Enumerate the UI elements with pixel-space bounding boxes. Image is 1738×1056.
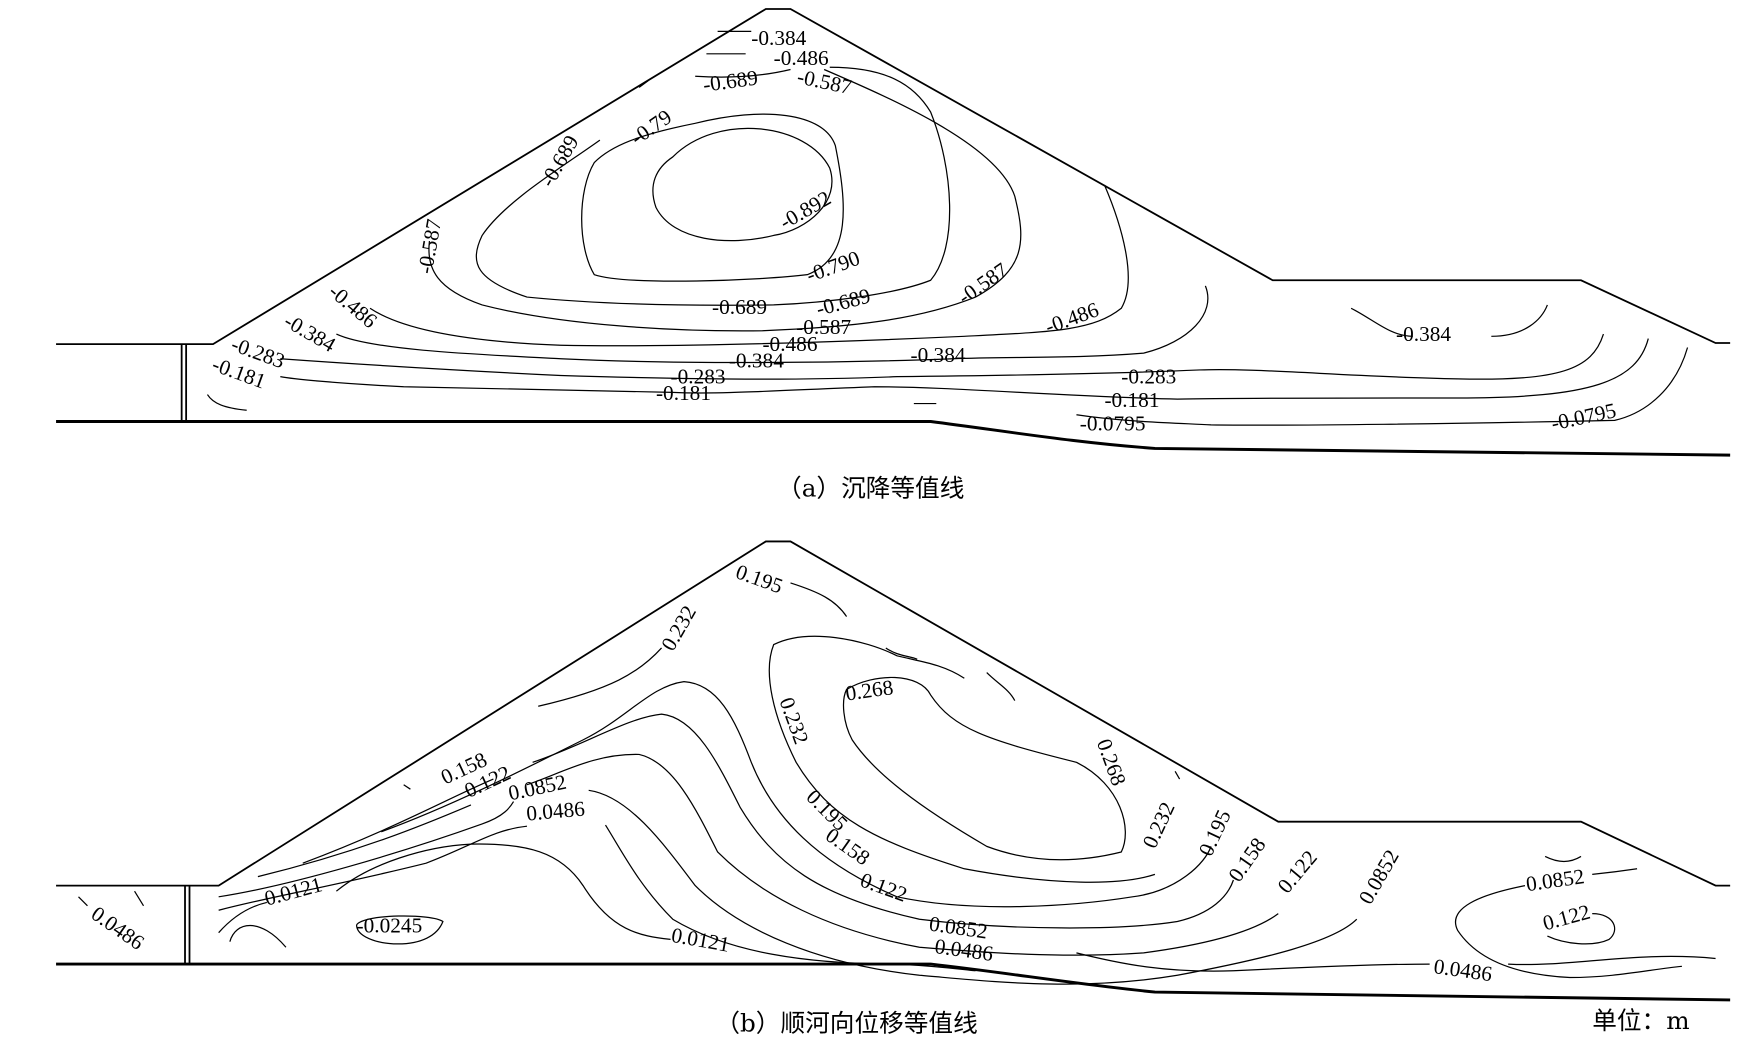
contour-label: -0.181 xyxy=(1104,388,1159,412)
contour-label: -0.486 xyxy=(774,46,829,70)
contour-label: 0.0486 xyxy=(1432,954,1494,986)
contour-label: 0.122 xyxy=(1540,900,1593,936)
contour-label: 0.0486 xyxy=(525,797,586,826)
contour-label: -0.587 xyxy=(796,315,851,339)
contour-label: 0.232 xyxy=(656,601,701,654)
panel-b-caption: （b）顺河向位移等值线 xyxy=(715,1008,977,1037)
contour-label: -0.790 xyxy=(803,246,863,287)
contour-label: -0.587 xyxy=(413,217,446,276)
contour-labels-b: 0.195 0.232 0.268 0.232 0.268 0.158 0.12… xyxy=(87,559,1593,986)
contour-label: -0.283 xyxy=(671,364,726,388)
dam-outline-a xyxy=(56,8,1731,457)
contour-label: -0.0795 xyxy=(1549,398,1618,435)
contour-lines-b xyxy=(78,582,1716,985)
contour-label: -0.384 xyxy=(1396,322,1451,346)
contour-label: -0.181 xyxy=(656,381,711,405)
contour-label: -0.892 xyxy=(775,186,835,234)
contour-label: 0.195 xyxy=(733,559,786,598)
contour-lines-a xyxy=(206,30,1689,426)
contour-label: -0.384 xyxy=(729,349,784,373)
contour-label: 0.122 xyxy=(1273,846,1322,898)
contour-label: 0.268 xyxy=(844,675,895,705)
contour-label: 0.268 xyxy=(1092,736,1131,789)
contour-label: -0.0245 xyxy=(357,914,423,938)
contour-label: -0.384 xyxy=(910,343,965,367)
contour-label: -0.486 xyxy=(1042,297,1102,338)
contour-label: 0.0486 xyxy=(87,901,149,954)
contour-label: 0.0852 xyxy=(1525,864,1586,896)
contour-label: -0.587 xyxy=(795,64,854,99)
contour-label: 0.232 xyxy=(775,694,814,747)
contour-label: 0.232 xyxy=(1138,798,1180,852)
contour-label: -0.486 xyxy=(762,332,817,356)
contour-label: 0.195 xyxy=(802,785,853,836)
contour-label: 0.0852 xyxy=(1354,846,1404,909)
panel-b-displacement: 0.195 0.232 0.268 0.232 0.268 0.158 0.12… xyxy=(56,540,1731,1037)
unit-label: 单位：m xyxy=(1592,1006,1689,1035)
contour-label: -0.486 xyxy=(324,279,382,333)
dam-outline-b xyxy=(56,540,1731,1002)
contour-label: -0.0795 xyxy=(1080,411,1146,435)
contour-label: 0.0121 xyxy=(670,923,732,957)
panel-a-settlement: -0.384 -0.486 -0.587 -0.689 -0.79 -0.689… xyxy=(56,8,1731,503)
contour-label: 0.0121 xyxy=(262,872,325,910)
panel-a-caption: （a）沉降等值线 xyxy=(777,474,964,503)
contour-label: -0.689 xyxy=(702,65,760,96)
contour-label: -0.384 xyxy=(751,26,806,50)
contour-label: -0.587 xyxy=(953,258,1012,309)
contour-label: -0.689 xyxy=(712,295,767,319)
contour-label: 0.122 xyxy=(857,868,910,907)
contour-labels-a: -0.384 -0.486 -0.587 -0.689 -0.79 -0.689… xyxy=(209,26,1618,436)
contour-label: 0.158 xyxy=(1223,833,1270,886)
contour-label: -0.79 xyxy=(626,105,676,150)
contour-label: 0.195 xyxy=(1194,806,1236,860)
contour-label: -0.384 xyxy=(280,309,340,357)
contour-label: -0.283 xyxy=(1121,364,1176,388)
contour-label: -0.689 xyxy=(535,131,583,191)
